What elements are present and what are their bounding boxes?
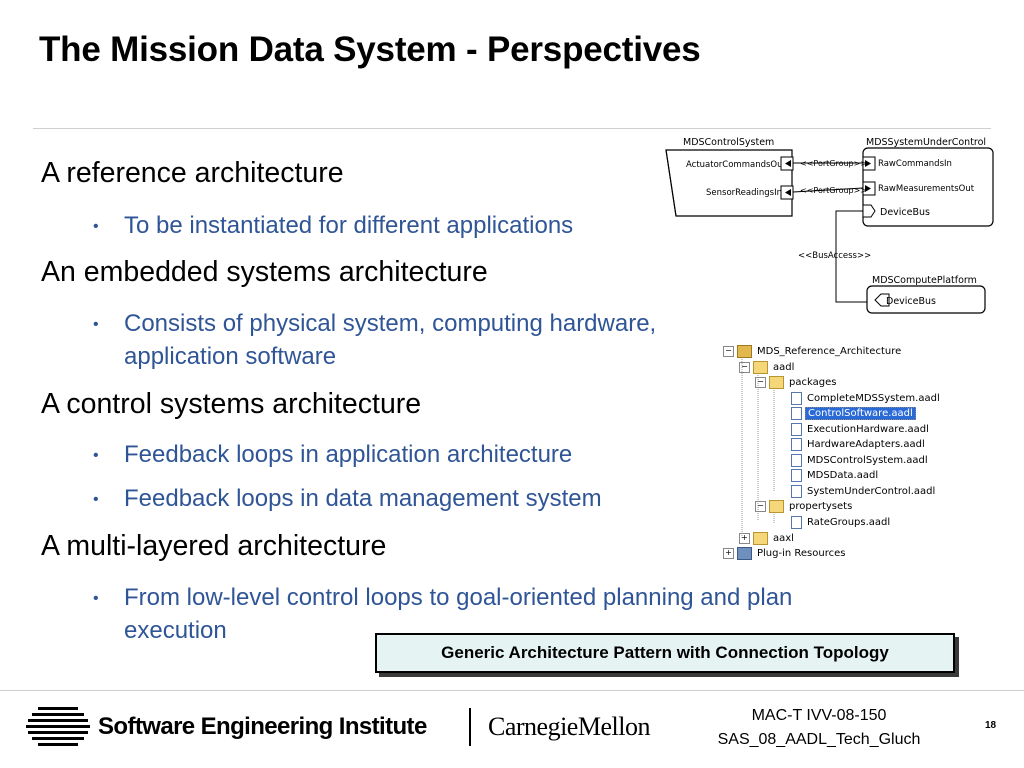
bullet-dot: • <box>93 316 99 333</box>
connection-label: <<PortGroup>> <box>800 186 867 195</box>
sei-wordmark: Software Engineering Institute <box>98 713 427 740</box>
page-number: 18 <box>985 720 997 731</box>
cmu-wordmark: CarnegieMellon <box>488 712 650 741</box>
port-label: RawMeasurementsOut <box>878 184 975 194</box>
sei-logo-icon <box>26 707 90 746</box>
bullet-level2: Feedback loops in application architectu… <box>124 441 573 468</box>
footer-ref-line1: MAC-T IVV-08-150 <box>751 707 887 724</box>
plugin-icon <box>737 546 752 560</box>
tree-item-file-selected[interactable]: ControlSoftware.aadl <box>791 406 916 420</box>
file-icon <box>791 422 802 436</box>
tree-label: Plug-in Resources <box>757 547 846 559</box>
compute-platform-label: MDSComputePlatform <box>872 275 977 286</box>
tree-item-file[interactable]: SystemUnderControl.aadl <box>791 484 937 498</box>
expand-icon[interactable]: + <box>739 532 750 544</box>
file-icon <box>791 437 802 451</box>
collapse-icon[interactable]: − <box>755 376 766 388</box>
tree-label: MDSData.aadl <box>807 469 879 481</box>
tree-item-file[interactable]: RateGroups.aadl <box>791 515 892 529</box>
tree-item-aaxl[interactable]: + aaxl <box>739 531 796 545</box>
footer-divider <box>469 708 471 746</box>
file-icon <box>791 453 802 467</box>
system-under-control-label: MDSSystemUnderControl <box>866 137 986 148</box>
port-label: DeviceBus <box>886 296 936 307</box>
folder-icon <box>753 360 768 374</box>
collapse-icon[interactable]: − <box>739 361 750 373</box>
title-rule <box>33 128 991 129</box>
file-icon <box>791 406 802 420</box>
folder-icon <box>769 375 784 389</box>
collapse-icon[interactable]: − <box>723 345 734 357</box>
bullet-dot: • <box>93 590 99 607</box>
bus-access-label: <<BusAccess>> <box>798 251 871 261</box>
bus-port-icon <box>874 293 890 307</box>
bullet-level1: A reference architecture <box>41 157 344 189</box>
port-label: DeviceBus <box>880 207 930 218</box>
bullet-level1: A control systems architecture <box>41 388 422 420</box>
tree-label: ControlSoftware.aadl <box>805 406 916 420</box>
tree-label: HardwareAdapters.aadl <box>807 438 925 450</box>
file-icon <box>791 484 802 498</box>
slide-title: The Mission Data System - Perspectives <box>39 30 701 69</box>
expand-icon[interactable]: + <box>723 547 734 559</box>
folder-icon <box>769 499 784 513</box>
footer-reference: MAC-T IVV-08-150 SAS_08_AADL_Tech_Gluch <box>705 704 933 752</box>
tree-item-packages[interactable]: − packages <box>755 375 838 389</box>
bullet-level1: A multi-layered architecture <box>41 530 387 562</box>
tree-label: MDSControlSystem.aadl <box>807 454 928 466</box>
bus-connection <box>835 210 875 303</box>
connection-label: <<PortGroup>> <box>800 159 867 168</box>
bus-port-icon <box>862 204 876 218</box>
file-icon <box>791 468 802 482</box>
tree-item-file[interactable]: MDSData.aadl <box>791 468 880 482</box>
tree-label: aadl <box>773 361 795 373</box>
tree-item-plugin[interactable]: + Plug-in Resources <box>723 546 847 560</box>
tree-item-file[interactable]: ExecutionHardware.aadl <box>791 422 931 436</box>
tree-label: RateGroups.aadl <box>807 516 891 528</box>
tree-label: aaxl <box>773 532 794 544</box>
project-icon <box>737 344 752 358</box>
bullet-dot: • <box>93 491 99 508</box>
tree-lines <box>741 357 775 539</box>
tree-label: MDS_Reference_Architecture <box>757 345 902 357</box>
bullet-dot: • <box>93 447 99 464</box>
tree-label: CompleteMDSSystem.aadl <box>807 392 940 404</box>
compute-platform-box <box>866 285 986 314</box>
port-label: ActuatorCommandsOut <box>686 160 786 170</box>
tree-label: ExecutionHardware.aadl <box>807 423 929 435</box>
file-icon <box>791 515 802 529</box>
bullet-level1: An embedded systems architecture <box>41 256 488 288</box>
tree-item-propertysets[interactable]: − propertysets <box>755 499 854 513</box>
architecture-diagram: MDSControlSystem MDSSystemUnderControl A… <box>665 137 994 314</box>
bullet-level2: To be instantiated for different applica… <box>124 212 574 239</box>
footer-rule <box>0 690 1024 691</box>
folder-icon <box>753 531 768 545</box>
project-tree: − MDS_Reference_Architecture − aadl − pa… <box>718 339 940 564</box>
tree-item-file[interactable]: MDSControlSystem.aadl <box>791 453 930 467</box>
tree-item-root[interactable]: − MDS_Reference_Architecture <box>723 344 903 358</box>
tree-item-aadl[interactable]: − aadl <box>739 360 796 374</box>
figure-caption: Generic Architecture Pattern with Connec… <box>375 633 955 673</box>
tree-label: propertysets <box>789 500 853 512</box>
file-icon <box>791 391 802 405</box>
control-system-label: MDSControlSystem <box>683 137 774 148</box>
tree-item-file[interactable]: CompleteMDSSystem.aadl <box>791 391 942 405</box>
bullet-level2: Consists of physical system, computing h… <box>124 310 657 370</box>
collapse-icon[interactable]: − <box>755 500 766 512</box>
tree-item-file[interactable]: HardwareAdapters.aadl <box>791 437 927 451</box>
port-label: RawCommandsIn <box>878 159 952 169</box>
tree-label: SystemUnderControl.aadl <box>807 485 936 497</box>
bullet-dot: • <box>93 218 99 235</box>
port-label: SensorReadingsIn <box>706 188 782 198</box>
bullet-level2: From low-level control loops to goal-ori… <box>124 584 793 644</box>
tree-label: packages <box>789 376 837 388</box>
bullet-level2: Feedback loops in data management system <box>124 485 602 512</box>
footer-ref-line2: SAS_08_AADL_Tech_Gluch <box>717 731 921 748</box>
